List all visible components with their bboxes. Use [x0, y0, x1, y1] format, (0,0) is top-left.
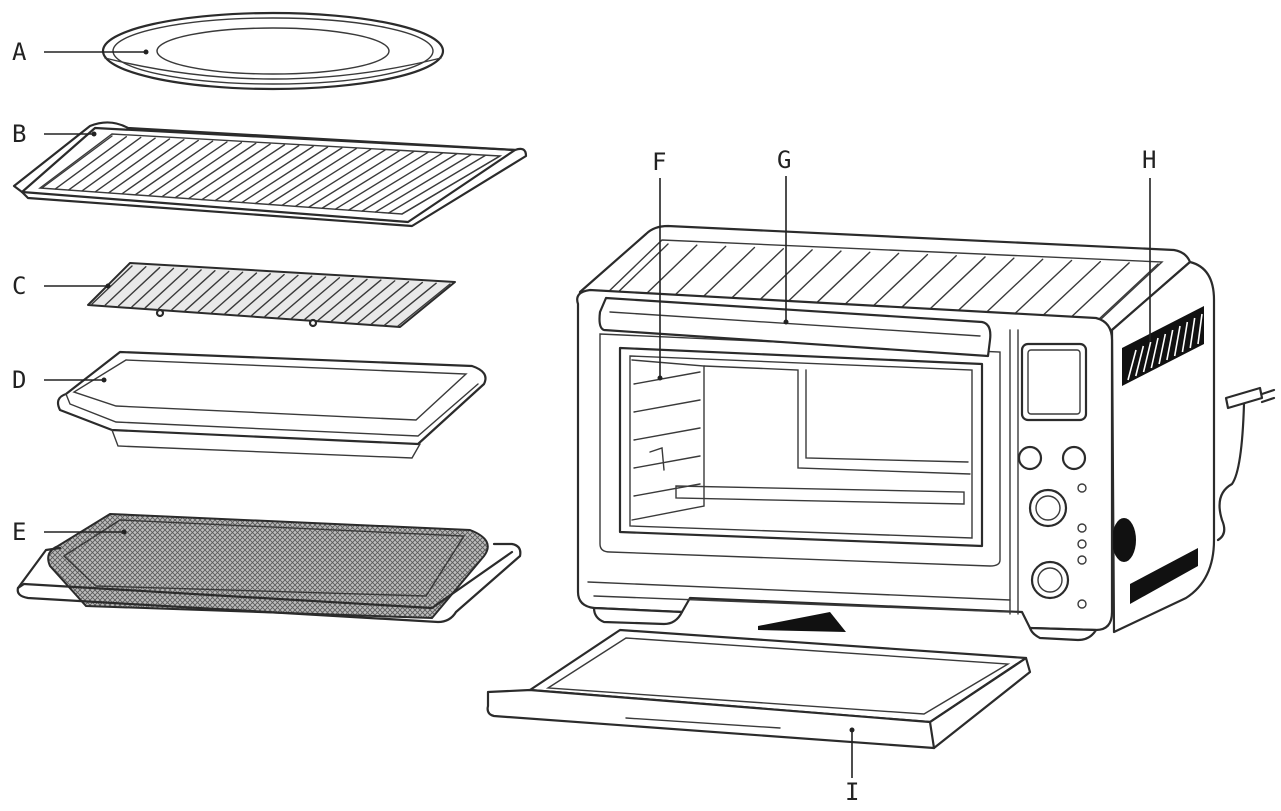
- pizza-pan-illustration: [101, 11, 445, 91]
- roasting-pan-illustration: [56, 350, 487, 459]
- oven-illustration: [576, 224, 1276, 642]
- label-i: I: [845, 778, 859, 806]
- arrow-icon: [758, 612, 846, 632]
- leader-lines: [44, 49, 1151, 778]
- crumb-tray-illustration: [486, 628, 1032, 750]
- label-e: E: [12, 518, 26, 546]
- label-a: A: [12, 38, 27, 66]
- label-f: F: [652, 148, 666, 176]
- label-g: G: [777, 146, 791, 174]
- label-b: B: [12, 120, 26, 148]
- side-vents: [1122, 306, 1204, 604]
- label-c: C: [12, 272, 26, 300]
- wire-rack-illustration: [87, 262, 456, 328]
- air-fry-basket-illustration: [16, 512, 522, 624]
- label-h: H: [1142, 146, 1156, 174]
- broil-rack-illustration: [12, 121, 528, 228]
- label-d: D: [12, 366, 26, 394]
